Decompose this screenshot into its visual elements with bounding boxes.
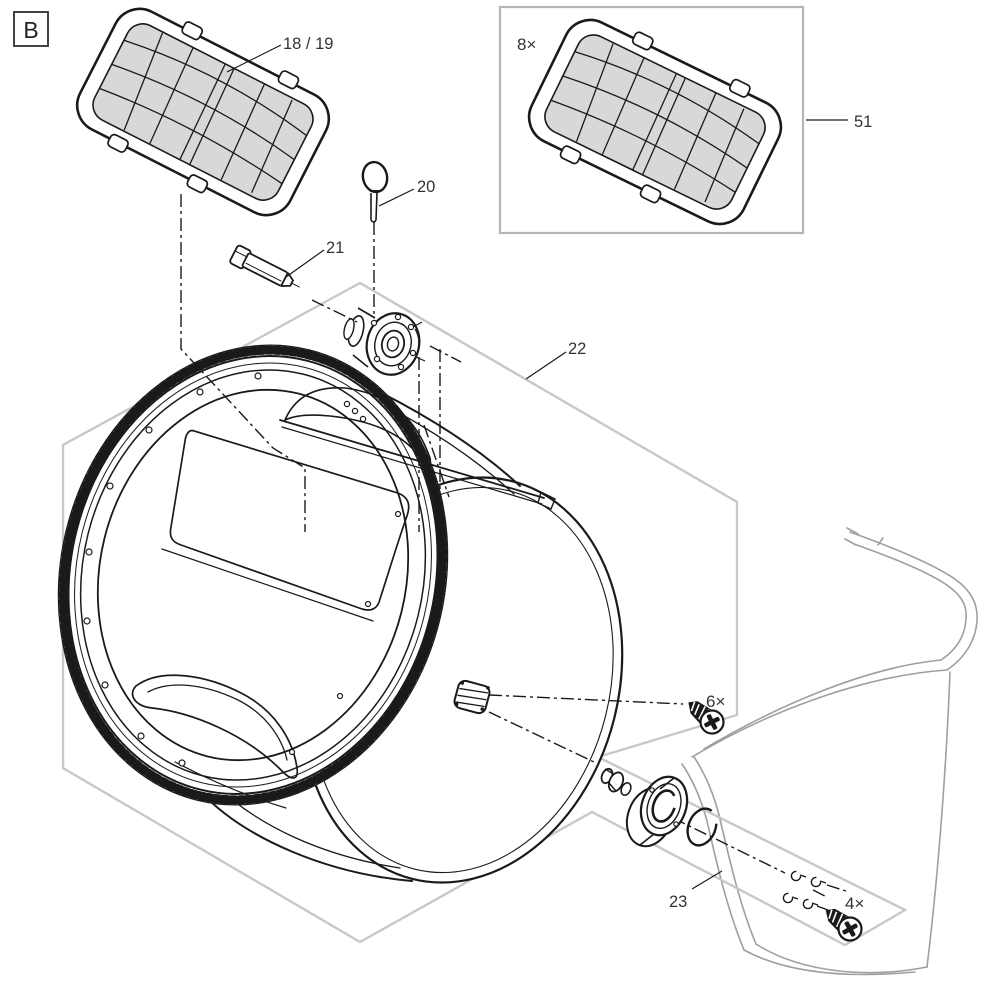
bearing-assembly — [600, 767, 718, 848]
section-label: B — [23, 17, 38, 43]
drum-rim-holes — [83, 372, 402, 767]
retaining-clip-icon — [782, 892, 799, 904]
retaining-clip-icon — [790, 870, 807, 882]
retaining-clip-icon — [810, 876, 827, 888]
tank-outline — [681, 527, 978, 976]
qty-screen-pack: 8× — [517, 35, 536, 54]
leader-lines — [226, 44, 848, 890]
callout-locking-pin: 21 — [326, 239, 344, 257]
assembly-boundary — [61, 281, 908, 947]
callout-screen-pack: 51 — [854, 113, 872, 131]
callout-bearing: 23 — [669, 893, 687, 911]
callout-ring-pin: 20 — [417, 178, 435, 196]
inset-box — [498, 2, 805, 241]
retaining-clip-icon — [802, 898, 819, 910]
bearing-plug — [600, 767, 632, 797]
callout-drum-assembly: 22 — [568, 340, 586, 358]
bearing-hub — [625, 775, 689, 848]
drum-axle-stub — [453, 679, 491, 715]
ring-pin — [361, 160, 389, 223]
qty-front-screws: 6× — [706, 692, 725, 711]
callout-screen-panel: 18 / 19 — [283, 35, 333, 53]
filter-drum — [57, 344, 624, 884]
section-label-box: B — [13, 11, 49, 47]
assembly-axis-lines — [180, 194, 847, 911]
drive-hub — [343, 307, 426, 376]
qty-rear-screws: 4× — [845, 894, 864, 913]
circlip — [686, 807, 718, 847]
locking-pin — [229, 244, 300, 288]
